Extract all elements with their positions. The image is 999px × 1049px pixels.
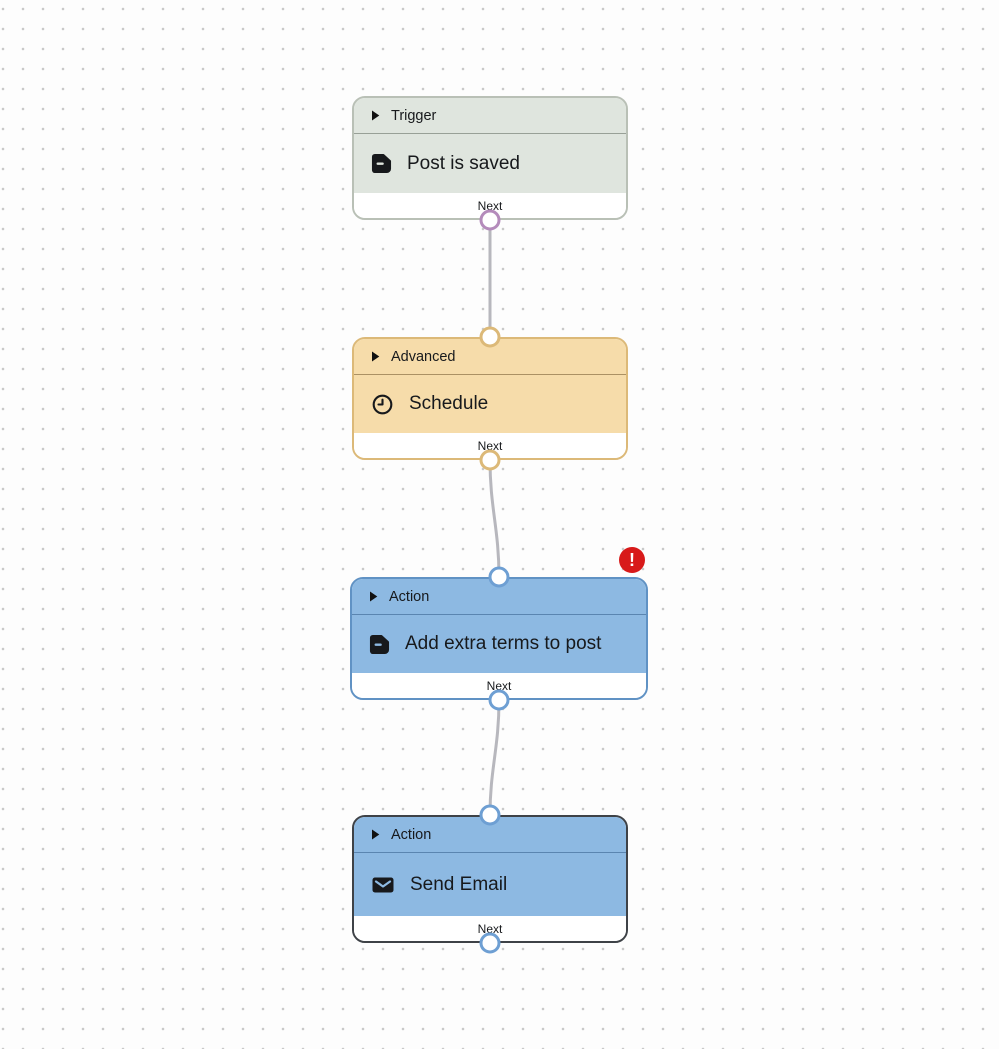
node-body: Schedule [354, 375, 626, 433]
error-badge-glyph: ! [629, 549, 635, 570]
node-title: Send Email [410, 873, 508, 895]
collapse-triangle-icon[interactable] [371, 351, 380, 362]
node-body: Send Email [354, 853, 626, 916]
node-trigger-post-is-saved[interactable]: Trigger Post is saved Next [352, 96, 628, 220]
email-icon [371, 873, 395, 897]
collapse-triangle-icon[interactable] [369, 591, 378, 602]
post-icon [369, 634, 390, 655]
next-anchor-label: Next [477, 438, 503, 453]
output-port-schedule[interactable] [479, 449, 501, 471]
node-body: Post is saved [354, 134, 626, 193]
node-action-send-email[interactable]: Action Send Email Next [352, 815, 628, 943]
output-port-add-extra-terms[interactable] [488, 689, 510, 711]
input-port-add-extra-terms[interactable] [488, 566, 510, 588]
clock-icon [371, 393, 394, 416]
error-badge-icon[interactable]: ! [619, 547, 645, 573]
input-port-schedule[interactable] [479, 326, 501, 348]
next-anchor-label: Next [477, 198, 503, 213]
node-title: Post is saved [407, 152, 520, 174]
node-category-label: Trigger [391, 107, 437, 124]
node-header: Trigger [354, 98, 626, 134]
node-category-label: Action [391, 826, 432, 843]
node-action-add-extra-terms[interactable]: Action Add extra terms to post Next [350, 577, 648, 700]
next-anchor-label: Next [486, 678, 512, 693]
node-advanced-schedule[interactable]: Advanced Schedule Next [352, 337, 628, 460]
output-port-post-is-saved[interactable] [479, 209, 501, 231]
collapse-triangle-icon[interactable] [371, 829, 380, 840]
node-title: Schedule [409, 393, 489, 414]
output-port-send-email[interactable] [479, 932, 501, 954]
edge-schedule-to-add-extra-terms[interactable] [488, 458, 501, 579]
node-category-label: Action [389, 588, 430, 605]
next-anchor-label: Next [477, 921, 503, 936]
node-body: Add extra terms to post [352, 615, 646, 673]
input-port-send-email[interactable] [479, 804, 501, 826]
node-category-label: Advanced [391, 348, 456, 365]
edge-add-extra-terms-to-send-email[interactable] [488, 698, 501, 817]
collapse-triangle-icon[interactable] [371, 110, 380, 121]
post-icon [371, 153, 392, 174]
node-title: Add extra terms to post [405, 633, 602, 654]
